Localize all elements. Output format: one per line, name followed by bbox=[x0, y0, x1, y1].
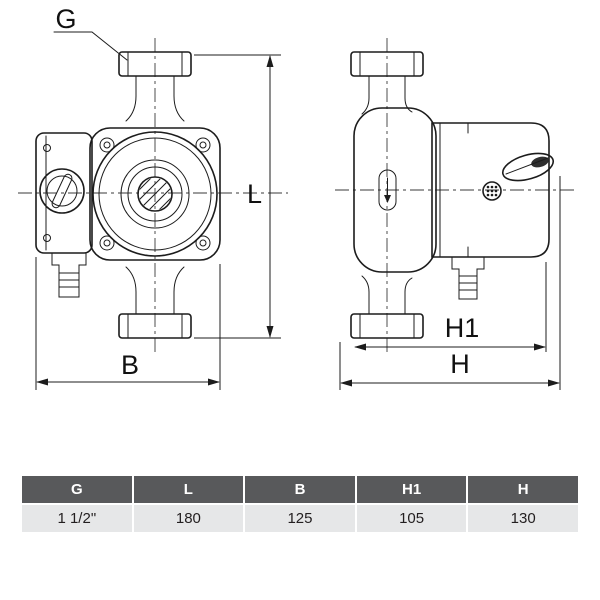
volute-body bbox=[353, 107, 437, 273]
vent-plug-knob bbox=[482, 181, 502, 201]
side-top-flange bbox=[350, 51, 424, 77]
side-pipe-left-top bbox=[361, 75, 370, 115]
table-header-H: H bbox=[468, 476, 578, 503]
pump-front-view: G L B bbox=[18, 4, 288, 390]
arrowhead bbox=[266, 55, 274, 67]
motor-housing bbox=[431, 122, 550, 258]
arrowhead bbox=[354, 343, 366, 351]
arrowhead bbox=[266, 326, 274, 338]
dimension-table-value-row: 1 1/2" 180 125 105 130 bbox=[22, 505, 578, 532]
arrowhead bbox=[208, 378, 220, 386]
front-bottom-neck-left bbox=[125, 266, 137, 315]
table-value-B: 125 bbox=[245, 505, 355, 532]
arrowhead bbox=[36, 378, 48, 386]
knob-grip bbox=[531, 156, 549, 168]
dimension-label-L: L bbox=[247, 179, 262, 209]
selector-dial-slot bbox=[51, 173, 73, 209]
dimension-B: B bbox=[35, 257, 221, 390]
dimension-H1: H1 bbox=[354, 262, 547, 352]
front-top-neck-right bbox=[173, 75, 185, 122]
front-bottom-flange bbox=[118, 313, 192, 339]
cable-gland-front bbox=[51, 252, 87, 298]
table-header-H1: H1 bbox=[356, 476, 467, 503]
side-pipe-right-top bbox=[404, 75, 413, 113]
dimension-label-H1: H1 bbox=[445, 313, 480, 343]
arrowhead bbox=[340, 379, 352, 387]
speed-selector-knob bbox=[501, 152, 555, 182]
side-bottom-flange bbox=[350, 313, 424, 339]
arrowhead bbox=[548, 379, 560, 387]
cable-gland-side bbox=[451, 256, 485, 300]
arrowhead bbox=[534, 343, 546, 351]
dimension-L: L bbox=[194, 54, 281, 339]
pump-side-view: H1 H bbox=[335, 38, 578, 390]
flow-arrow-icon bbox=[384, 195, 391, 203]
front-bottom-neck-right bbox=[173, 266, 185, 315]
front-top-flange bbox=[118, 51, 192, 77]
side-pipe-right-bottom bbox=[404, 277, 413, 315]
pump-head-plate bbox=[89, 127, 221, 261]
dimension-table: G L B H1 H 1 1/2" 180 125 105 130 bbox=[22, 476, 578, 532]
table-value-G: 1 1/2" bbox=[22, 505, 132, 532]
dimension-H: H bbox=[339, 176, 561, 390]
table-header-B: B bbox=[245, 476, 355, 503]
dimension-label-H: H bbox=[450, 349, 470, 379]
dimension-label-G: G bbox=[55, 4, 76, 34]
shaft-hatching bbox=[139, 178, 171, 210]
table-value-L: 180 bbox=[133, 505, 244, 532]
table-value-H: 130 bbox=[468, 505, 578, 532]
dimension-G: G bbox=[53, 4, 128, 61]
table-value-H1: 105 bbox=[356, 505, 467, 532]
technical-drawing: G L B bbox=[18, 4, 578, 390]
pump-housing-circles bbox=[92, 131, 218, 257]
table-header-G: G bbox=[22, 476, 132, 503]
dimension-table-header-row: G L B H1 H bbox=[22, 476, 578, 503]
leader-line-G bbox=[53, 31, 128, 61]
dimension-label-B: B bbox=[121, 350, 139, 380]
flow-direction-marker bbox=[378, 169, 397, 211]
side-pipe-left-bottom bbox=[361, 275, 370, 315]
front-top-neck-left bbox=[125, 75, 137, 122]
table-header-L: L bbox=[133, 476, 244, 503]
